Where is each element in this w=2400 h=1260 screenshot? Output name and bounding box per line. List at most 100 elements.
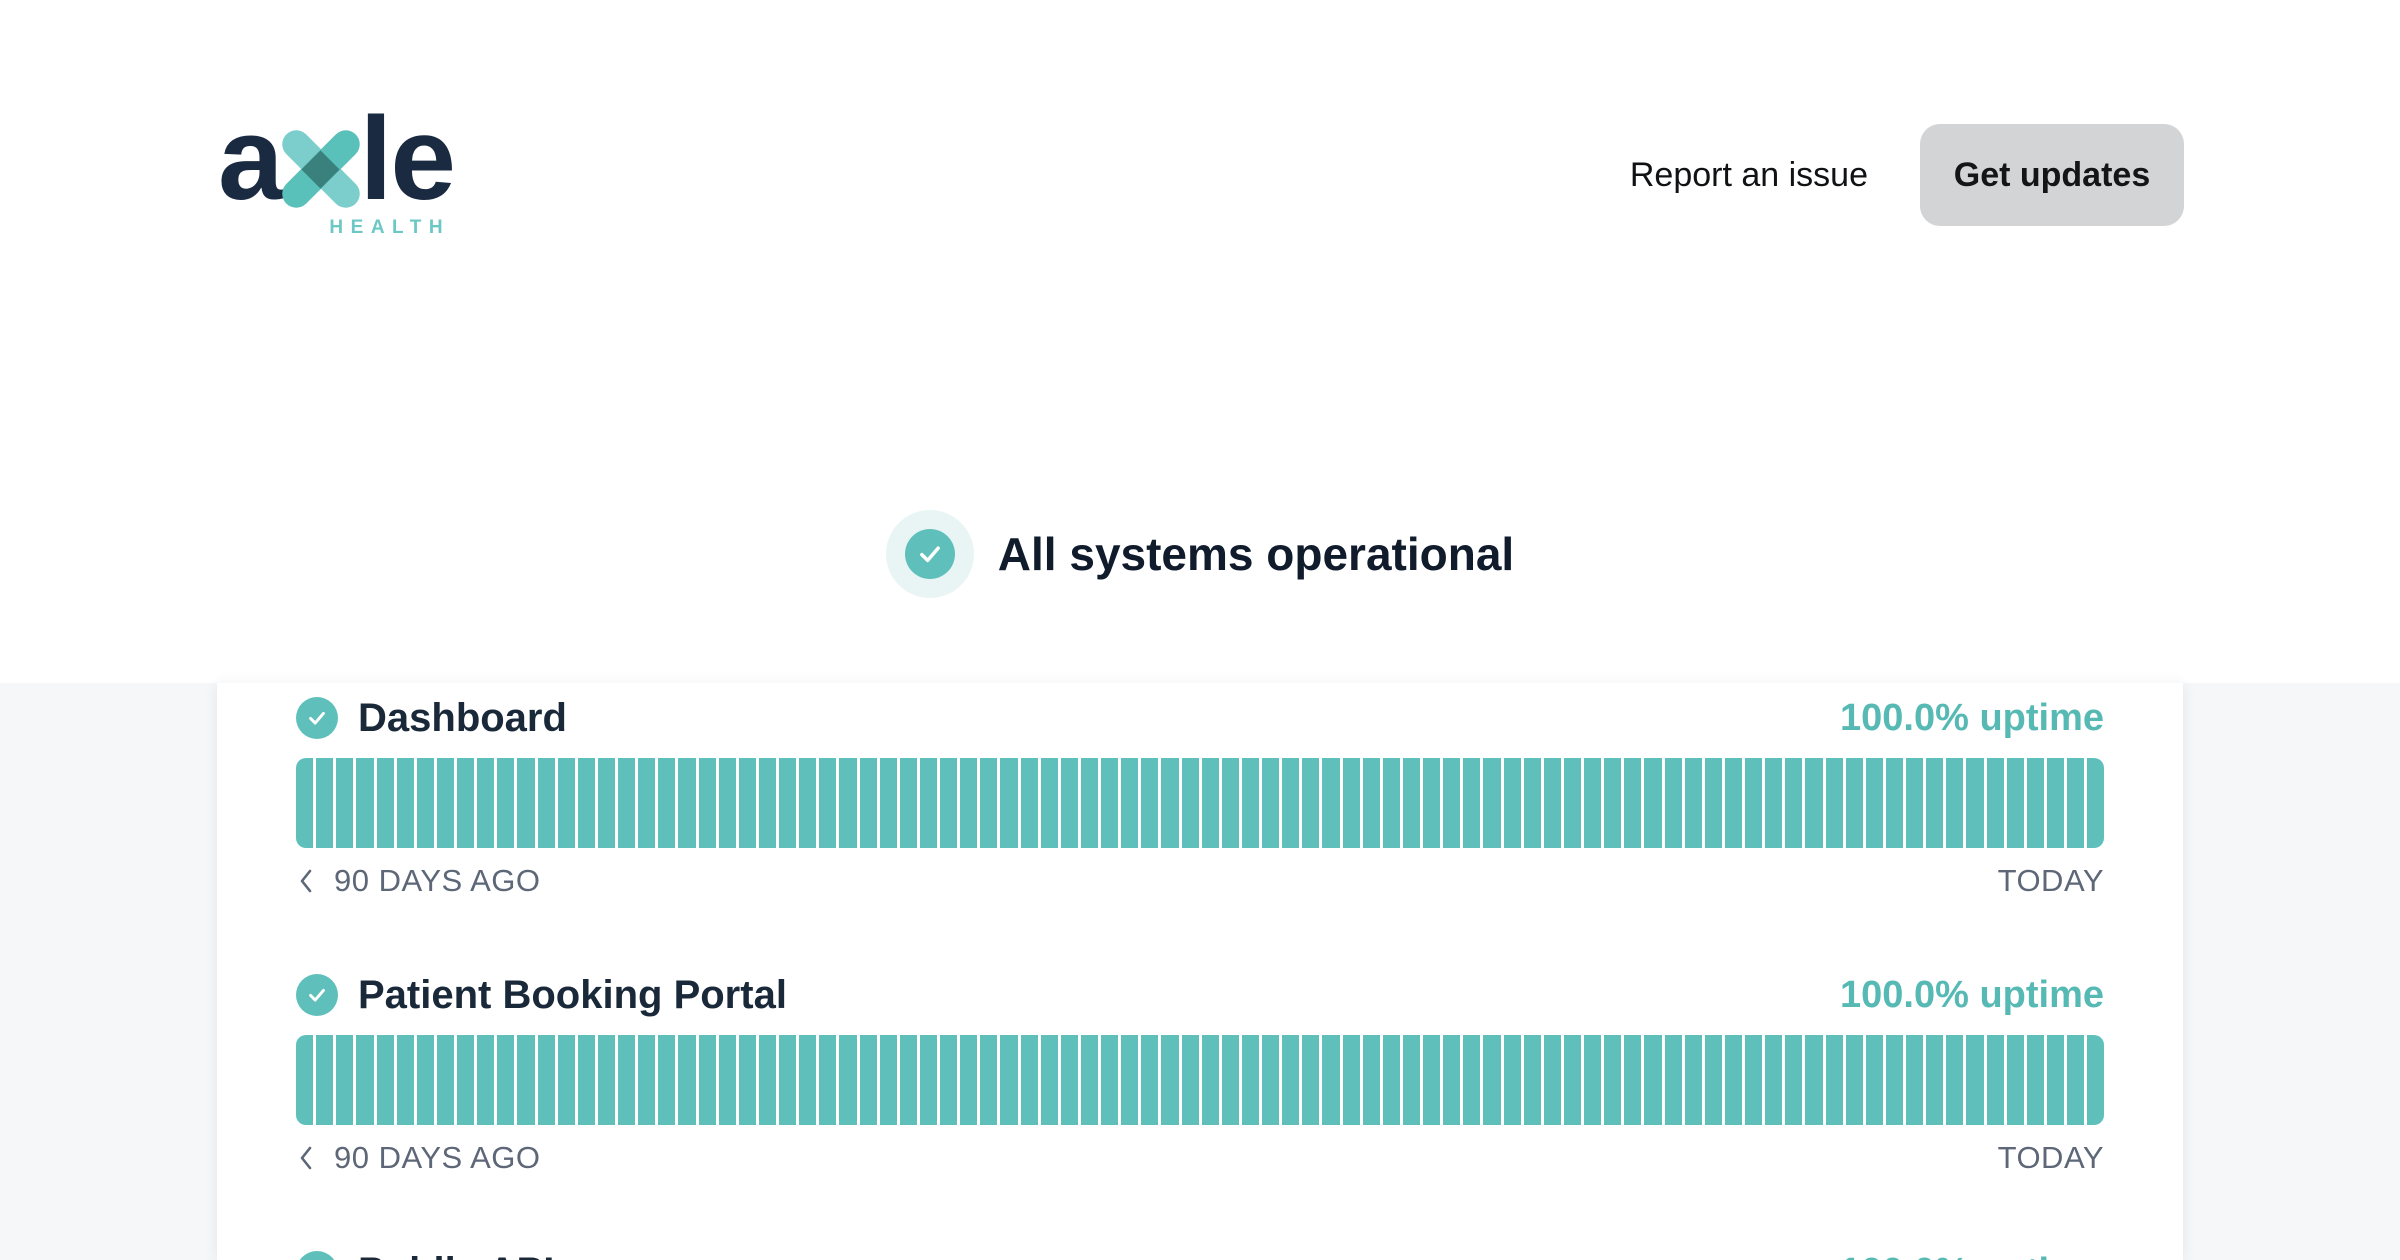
uptime-day-bar[interactable] [1926,758,1944,848]
uptime-day-bar[interactable] [819,758,837,848]
uptime-day-bar[interactable] [738,1035,756,1125]
uptime-day-bar[interactable] [1704,1035,1722,1125]
uptime-day-bar[interactable] [1865,758,1883,848]
uptime-day-bar[interactable] [1423,1035,1441,1125]
uptime-day-bar[interactable] [779,758,797,848]
uptime-day-bar[interactable] [296,758,314,848]
uptime-day-bar[interactable] [1604,1035,1622,1125]
uptime-day-bar[interactable] [1221,758,1239,848]
uptime-day-bar[interactable] [1745,758,1763,848]
uptime-day-bar[interactable] [718,758,736,848]
uptime-day-bar[interactable] [1463,1035,1481,1125]
uptime-day-bar[interactable] [1141,1035,1159,1125]
uptime-day-bar[interactable] [1020,1035,1038,1125]
uptime-day-bar[interactable] [960,1035,978,1125]
uptime-day-bar[interactable] [1402,1035,1420,1125]
uptime-day-bar[interactable] [396,1035,414,1125]
uptime-day-bar[interactable] [1060,758,1078,848]
uptime-day-bar[interactable] [577,758,595,848]
uptime-day-bar[interactable] [1523,1035,1541,1125]
uptime-day-bar[interactable] [1724,1035,1742,1125]
uptime-day-bar[interactable] [1584,1035,1602,1125]
uptime-day-bar[interactable] [758,758,776,848]
uptime-day-bar[interactable] [416,1035,434,1125]
uptime-day-bar[interactable] [1745,1035,1763,1125]
uptime-day-bar[interactable] [1282,758,1300,848]
uptime-day-bar[interactable] [1060,1035,1078,1125]
uptime-day-bar[interactable] [557,758,575,848]
uptime-day-bar[interactable] [1906,758,1924,848]
uptime-day-bar[interactable] [577,1035,595,1125]
uptime-day-bar[interactable] [497,1035,515,1125]
uptime-day-bar[interactable] [779,1035,797,1125]
uptime-day-bar[interactable] [1483,1035,1501,1125]
uptime-day-bar[interactable] [1161,1035,1179,1125]
uptime-day-bar[interactable] [517,1035,535,1125]
uptime-day-bar[interactable] [2046,758,2064,848]
uptime-day-bar[interactable] [638,758,656,848]
uptime-day-bar[interactable] [1423,758,1441,848]
uptime-day-bar[interactable] [1926,1035,1944,1125]
uptime-day-bar[interactable] [396,758,414,848]
uptime-day-bar[interactable] [960,758,978,848]
uptime-day-bar[interactable] [537,1035,555,1125]
uptime-day-bar[interactable] [698,1035,716,1125]
uptime-day-bar[interactable] [2087,758,2104,848]
uptime-day-bar[interactable] [1644,1035,1662,1125]
uptime-day-bar[interactable] [1121,758,1139,848]
uptime-day-bar[interactable] [1121,1035,1139,1125]
uptime-day-bar[interactable] [1503,758,1521,848]
uptime-day-bar[interactable] [356,1035,374,1125]
uptime-day-bar[interactable] [1322,1035,1340,1125]
uptime-day-bar[interactable] [2067,758,2085,848]
uptime-day-bar[interactable] [1443,1035,1461,1125]
uptime-day-bar[interactable] [678,758,696,848]
uptime-day-bar[interactable] [859,1035,877,1125]
uptime-day-bar[interactable] [899,758,917,848]
uptime-day-bar[interactable] [1080,758,1098,848]
uptime-day-bar[interactable] [1845,1035,1863,1125]
uptime-day-bar[interactable] [2006,1035,2024,1125]
uptime-day-bar[interactable] [597,758,615,848]
uptime-day-bar[interactable] [1463,758,1481,848]
uptime-day-bar[interactable] [879,1035,897,1125]
uptime-day-bar[interactable] [2026,758,2044,848]
uptime-day-bar[interactable] [1946,1035,1964,1125]
uptime-day-bar[interactable] [1563,1035,1581,1125]
uptime-day-bar[interactable] [376,1035,394,1125]
uptime-day-bar[interactable] [1201,1035,1219,1125]
uptime-day-bar[interactable] [296,1035,314,1125]
uptime-day-bar[interactable] [1664,1035,1682,1125]
uptime-day-bar[interactable] [678,1035,696,1125]
uptime-day-bar[interactable] [1503,1035,1521,1125]
uptime-day-bar[interactable] [1000,1035,1018,1125]
uptime-day-bar[interactable] [698,758,716,848]
uptime-day-bar[interactable] [1101,758,1119,848]
uptime-day-bar[interactable] [819,1035,837,1125]
uptime-day-bar[interactable] [1543,758,1561,848]
uptime-day-bar[interactable] [1262,1035,1280,1125]
uptime-day-bar[interactable] [1624,1035,1642,1125]
uptime-day-bar[interactable] [1543,1035,1561,1125]
uptime-day-bar[interactable] [2046,1035,2064,1125]
axle-health-logo[interactable]: a le HEALTH [218,100,456,240]
uptime-day-bar[interactable] [1966,758,1984,848]
uptime-day-bar[interactable] [980,758,998,848]
uptime-day-bar[interactable] [1020,758,1038,848]
uptime-day-bar[interactable] [1966,1035,1984,1125]
uptime-day-bar[interactable] [376,758,394,848]
get-updates-button[interactable]: Get updates [1920,124,2184,226]
uptime-day-bar[interactable] [899,1035,917,1125]
uptime-day-bar[interactable] [1785,758,1803,848]
uptime-day-bar[interactable] [1080,1035,1098,1125]
uptime-day-bar[interactable] [2006,758,2024,848]
uptime-day-bar[interactable] [477,1035,495,1125]
uptime-day-bar[interactable] [839,758,857,848]
uptime-day-bar[interactable] [1402,758,1420,848]
uptime-day-bar[interactable] [1845,758,1863,848]
uptime-day-bar[interactable] [658,758,676,848]
uptime-day-bar[interactable] [436,758,454,848]
uptime-day-bar[interactable] [1523,758,1541,848]
uptime-day-bar[interactable] [1101,1035,1119,1125]
uptime-day-bar[interactable] [1302,1035,1320,1125]
